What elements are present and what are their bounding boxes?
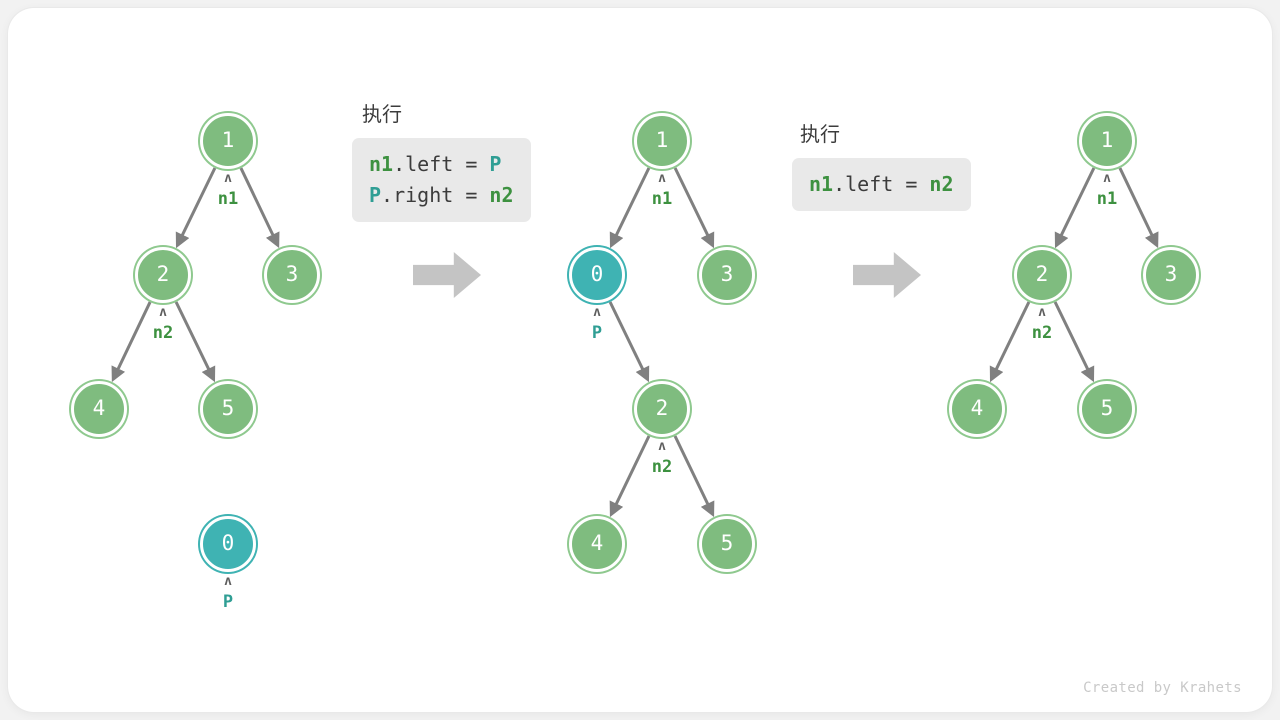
tree-edge [174, 301, 216, 383]
tree-node-4: 4 [71, 381, 127, 437]
tree-edge [1054, 167, 1096, 249]
tree-edge [608, 301, 650, 383]
code-line: P.right = n2 [369, 180, 514, 211]
tree-node-value: 2 [1035, 261, 1049, 286]
tree-node-value: 4 [970, 395, 984, 420]
pointer-name: n2 [1031, 323, 1053, 343]
tree-node-5: 5 [1079, 381, 1135, 437]
tree-node-2: 2 [1014, 247, 1070, 303]
tree-node-value: 5 [221, 395, 235, 420]
step-caption: 执行 [800, 122, 840, 146]
step-caption: 执行 [362, 102, 402, 126]
caret-icon: ʌ [1038, 305, 1046, 320]
pointer-label-n2: ʌ n2 [135, 305, 191, 343]
tree-node-1: 1 [634, 113, 690, 169]
watermark: Created by Krahets [1083, 680, 1242, 696]
caret-icon: ʌ [658, 439, 666, 454]
caret-icon: ʌ [658, 171, 666, 186]
tree-node-value: 1 [1100, 127, 1114, 152]
caret-icon: ʌ [593, 305, 601, 320]
tree-node-value: 5 [720, 530, 734, 555]
tree-node-4: 4 [569, 516, 625, 572]
tree-node-value: 2 [156, 261, 170, 286]
tree-node-value: 1 [655, 127, 669, 152]
tree-node-0: 0 [569, 247, 625, 303]
code-token: .right = [381, 183, 490, 207]
pointer-name: n2 [651, 457, 673, 477]
code-token: P [369, 183, 382, 207]
step-transition-arrow-icon [853, 252, 921, 298]
code-line: n1.left = n2 [809, 169, 954, 200]
step-transition-arrow-icon [413, 252, 481, 298]
code-token: .left = [833, 172, 930, 196]
tree-node-1: 1 [200, 113, 256, 169]
code-block: n1.left = n2 [792, 158, 971, 211]
tree-node-value: 4 [590, 530, 604, 555]
tree-edge [609, 167, 651, 249]
pointer-label-n1: ʌ n1 [634, 171, 690, 209]
tree-node-0: 0 [200, 516, 256, 572]
code-token: n1 [369, 152, 394, 176]
edge-group [111, 167, 1159, 518]
tree-node-value: 3 [285, 261, 299, 286]
tree-node-value: 0 [221, 530, 235, 555]
pointer-name: n1 [651, 189, 673, 209]
pointer-name: n1 [1096, 189, 1118, 209]
tree-node-2: 2 [634, 381, 690, 437]
tree-edge [175, 167, 217, 249]
pointer-name: n2 [152, 323, 174, 343]
tree-edge [1053, 301, 1095, 383]
tree-node-value: 3 [720, 261, 734, 286]
code-token: .left = [393, 152, 490, 176]
tree-node-3: 3 [264, 247, 320, 303]
code-token: n1 [809, 172, 834, 196]
tree-edge [111, 301, 152, 383]
tree-edge [673, 167, 715, 249]
tree-node-5: 5 [200, 381, 256, 437]
block-arrow-group [413, 252, 921, 298]
tree-node-value: 1 [221, 127, 235, 152]
tree-node-5: 5 [699, 516, 755, 572]
pointer-label-n1: ʌ n1 [200, 171, 256, 209]
pointer-label-n1: ʌ n1 [1079, 171, 1135, 209]
tree-node-value: 5 [1100, 395, 1114, 420]
code-line: n1.left = P [369, 149, 514, 180]
tree-node-3: 3 [1143, 247, 1199, 303]
code-token: n2 [489, 183, 514, 207]
pointer-label-n2: ʌ n2 [634, 439, 690, 477]
pointer-name: n1 [217, 189, 239, 209]
tree-edge [239, 167, 280, 249]
tree-node-1: 1 [1079, 113, 1135, 169]
tree-node-value: 0 [590, 261, 604, 286]
code-token: P [489, 152, 502, 176]
caret-icon: ʌ [1103, 171, 1111, 186]
pointer-label-n2: ʌ n2 [1014, 305, 1070, 343]
pointer-name: P [222, 592, 234, 612]
tree-node-value: 2 [655, 395, 669, 420]
code-token: n2 [929, 172, 954, 196]
caret-icon: ʌ [159, 305, 167, 320]
tree-node-3: 3 [699, 247, 755, 303]
pointer-name: P [591, 323, 603, 343]
caret-icon: ʌ [224, 574, 232, 589]
tree-edge [1118, 167, 1159, 249]
tree-edge [673, 435, 715, 518]
tree-node-value: 3 [1164, 261, 1178, 286]
tree-node-2: 2 [135, 247, 191, 303]
tree-node-value: 4 [92, 395, 106, 420]
tree-node-4: 4 [949, 381, 1005, 437]
tree-edge [989, 301, 1031, 383]
caret-icon: ʌ [224, 171, 232, 186]
tree-edge [609, 435, 651, 518]
